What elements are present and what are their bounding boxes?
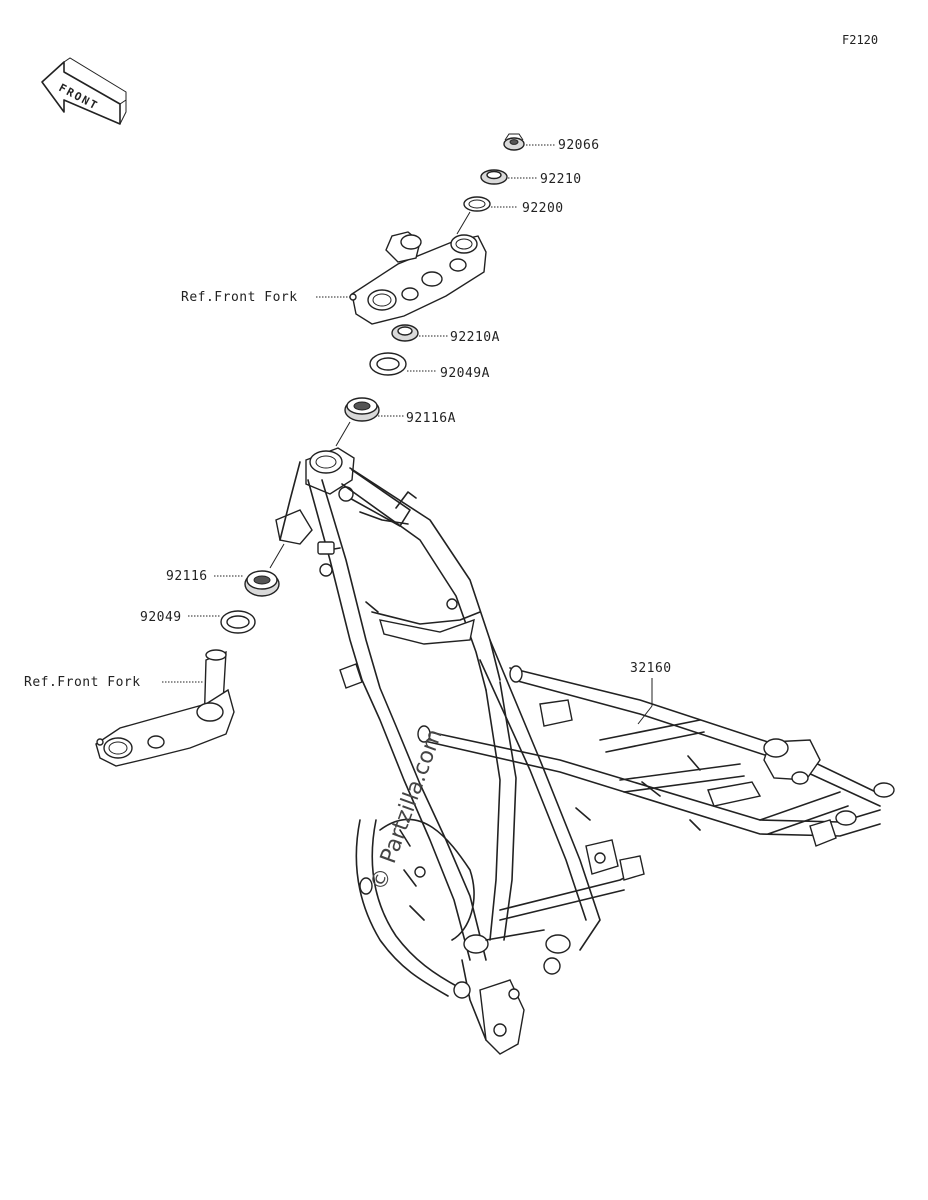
- callout-92049: 92049: [140, 610, 182, 625]
- callout-92116: 92116: [166, 569, 208, 584]
- part-92049-seal[interactable]: [220, 610, 256, 634]
- lower-triple-clamp-steering-stem[interactable]: [95, 649, 235, 767]
- part-92210a-nut[interactable]: [391, 324, 419, 342]
- part-92210-nut[interactable]: [480, 169, 508, 185]
- part-92200-washer[interactable]: [463, 196, 491, 212]
- callout-92049a: 92049A: [440, 366, 490, 381]
- part-92066-nut[interactable]: [503, 133, 525, 151]
- callout-ref-front-fork-upper: Ref.Front Fork: [181, 290, 298, 305]
- callout-32160: 32160: [630, 661, 672, 676]
- callout-92116a: 92116A: [406, 411, 456, 426]
- callout-92200: 92200: [522, 201, 564, 216]
- upper-triple-clamp[interactable]: [349, 231, 487, 325]
- callout-ref-front-fork-lower: Ref.Front Fork: [24, 675, 141, 690]
- callout-92210a: 92210A: [450, 330, 500, 345]
- part-92116a-bearing[interactable]: [344, 397, 380, 422]
- callout-92210: 92210: [540, 172, 582, 187]
- diagram-code: F2120: [842, 33, 878, 47]
- front-arrow-icon: FRONT: [41, 57, 127, 125]
- main-frame-32160[interactable]: [275, 447, 895, 1055]
- part-92116-bearing[interactable]: [244, 570, 280, 597]
- callout-92066: 92066: [558, 138, 600, 153]
- part-92049a-seal[interactable]: [369, 352, 407, 376]
